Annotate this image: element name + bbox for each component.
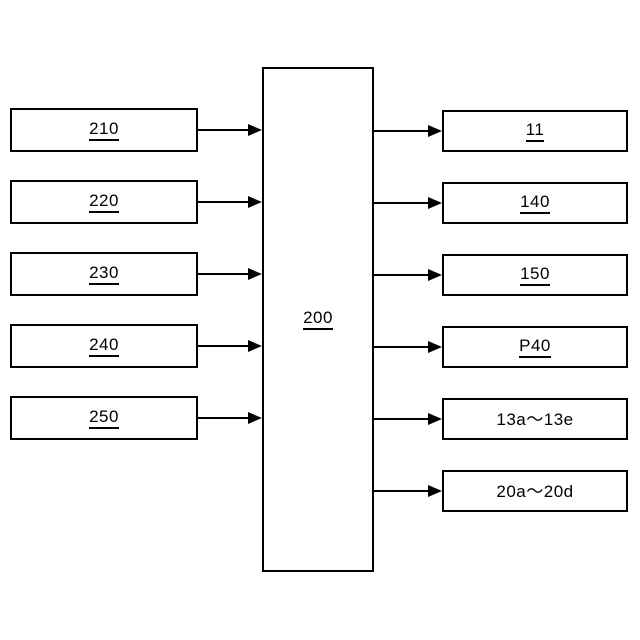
output-box-20a-20d[interactable]: 20a〜20d <box>442 470 628 512</box>
output-box-p40-label: P40 <box>519 337 551 358</box>
output-box-140[interactable]: 140 <box>442 182 628 224</box>
input-box-210-label: 210 <box>89 120 119 141</box>
arrow-output-20a-20d <box>374 485 442 497</box>
arrow-input-250 <box>198 412 262 424</box>
input-box-220[interactable]: 220 <box>10 180 198 224</box>
input-box-230[interactable]: 230 <box>10 252 198 296</box>
arrow-output-150 <box>374 269 442 281</box>
output-box-150-label: 150 <box>520 265 550 286</box>
arrow-input-220 <box>198 196 262 208</box>
input-box-240[interactable]: 240 <box>10 324 198 368</box>
output-box-140-label: 140 <box>520 193 550 214</box>
output-box-11[interactable]: 11 <box>442 110 628 152</box>
input-box-220-label: 220 <box>89 192 119 213</box>
input-box-240-label: 240 <box>89 336 119 357</box>
output-box-13a-13e[interactable]: 13a〜13e <box>442 398 628 440</box>
output-box-p40[interactable]: P40 <box>442 326 628 368</box>
arrow-input-230 <box>198 268 262 280</box>
output-box-20a-20d-label: 20a〜20d <box>496 481 574 501</box>
input-box-230-label: 230 <box>89 264 119 285</box>
arrow-input-210 <box>198 124 262 136</box>
output-box-13a-13e-label: 13a〜13e <box>496 409 574 429</box>
output-box-150[interactable]: 150 <box>442 254 628 296</box>
input-box-250-label: 250 <box>89 408 119 429</box>
output-box-11-label: 11 <box>525 121 545 142</box>
input-box-210[interactable]: 210 <box>10 108 198 152</box>
arrow-output-11 <box>374 125 442 137</box>
center-box-200-label: 200 <box>303 309 333 330</box>
input-box-250[interactable]: 250 <box>10 396 198 440</box>
center-box-200[interactable]: 200 <box>262 67 374 572</box>
arrow-output-13a-13e <box>374 413 442 425</box>
arrow-input-240 <box>198 340 262 352</box>
arrow-output-140 <box>374 197 442 209</box>
arrow-output-p40 <box>374 341 442 353</box>
